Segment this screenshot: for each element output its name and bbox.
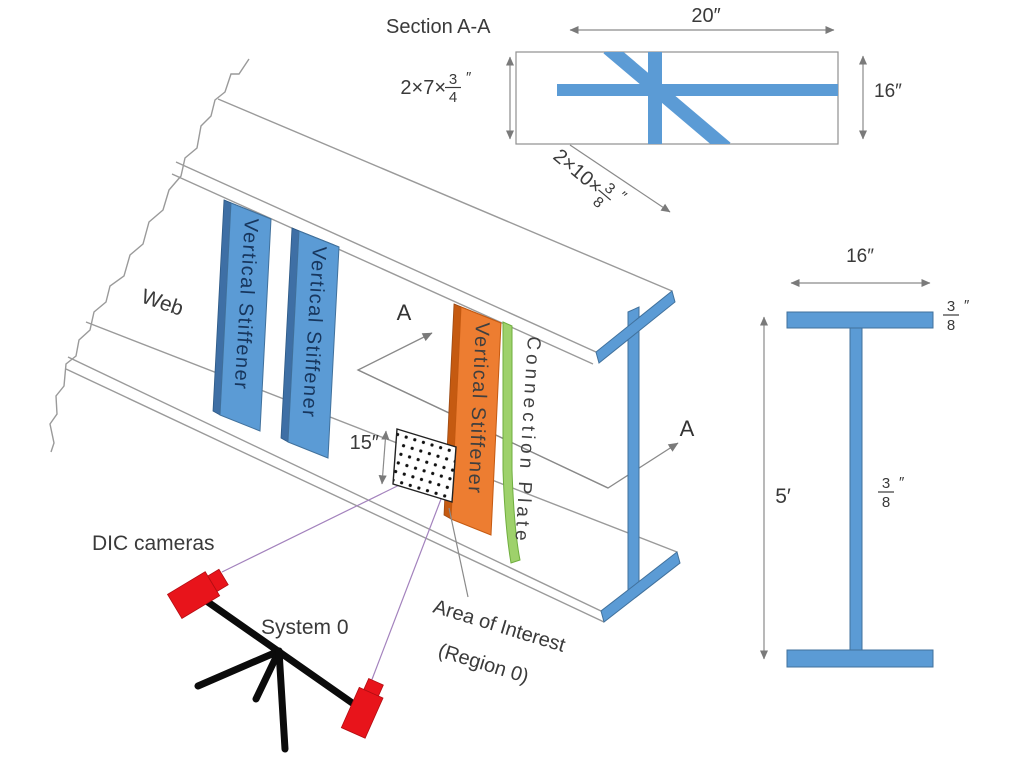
web-angle-label: 2×10× 3 8 ″ xyxy=(549,145,631,212)
web-thickness-label: 3 8 ″ xyxy=(878,474,905,511)
flange-thk-unit: ″ xyxy=(964,297,970,314)
flange-thk-num: 3 xyxy=(947,298,955,315)
section-title: Section A-A xyxy=(386,16,491,38)
camera-2-sightline xyxy=(370,485,447,683)
flange-angle-num: 3 xyxy=(449,71,457,88)
flange-angle-label: 2×7× 3 4 ″ xyxy=(400,69,472,106)
top-flange-bottom-edge xyxy=(171,173,594,365)
bottom-flange-bottom-edge xyxy=(65,368,605,623)
bottom-flange-end-face xyxy=(600,551,681,623)
elev-bottom-flange xyxy=(786,649,934,668)
section-marker-a2: A xyxy=(680,416,695,441)
flange-angle-prefix: 2×7× xyxy=(400,77,446,99)
section-width-dim: 20″ xyxy=(691,5,720,27)
top-flange-front-edge xyxy=(175,161,597,353)
web-angle-unit: ″ xyxy=(615,188,631,205)
aoi-label-line2: (Region 0) xyxy=(436,640,532,688)
connection-plate xyxy=(502,321,521,564)
section-aa-view: Section A-A 20″ 16″ 2×7× 3 4 ″ 2×10× 3 8 xyxy=(386,5,902,213)
break-line xyxy=(49,58,250,453)
elev-height-dim: 5′ xyxy=(775,485,791,508)
vertical-stiffener-3: Vertical Stiffener xyxy=(443,303,502,536)
diagonal-plate xyxy=(603,52,731,144)
elev-web xyxy=(849,327,863,653)
flange-angle-unit: ″ xyxy=(466,69,472,86)
web-angle-prefix: 2×10× xyxy=(549,145,607,198)
dic-system: 15″ DIC cameras System 0 Area of Interes… xyxy=(92,428,568,753)
web-thk-num: 3 xyxy=(882,475,890,492)
section-height-dim: 16″ xyxy=(874,81,902,102)
dic-camera-1 xyxy=(166,568,229,619)
top-flange-back-edge xyxy=(217,98,673,292)
web-end-face xyxy=(627,306,640,596)
web-thk-unit: ″ xyxy=(899,474,905,491)
system-label: System 0 xyxy=(261,616,349,639)
bottom-flange-top-edge xyxy=(67,356,602,612)
tripod xyxy=(194,647,289,753)
top-flange-end-face xyxy=(595,290,676,364)
horizontal-plate xyxy=(557,84,838,96)
area-of-interest xyxy=(392,428,457,503)
vertical-plate xyxy=(648,52,662,144)
camera-1-sightline xyxy=(221,468,433,573)
aoi-height-dim: 15″ xyxy=(350,432,379,454)
vertical-stiffener-1: Vertical Stiffener xyxy=(212,199,272,432)
web-angle-arrow xyxy=(569,144,671,213)
elevation-view: 16″ 5′ 3 8 ″ 3 8 ″ xyxy=(759,246,970,668)
dic-cameras-label: DIC cameras xyxy=(92,532,215,555)
web-thk-den: 8 xyxy=(882,494,890,511)
flange-angle-den: 4 xyxy=(449,89,457,106)
connection-plate-label: Connection Plate xyxy=(510,336,544,546)
section-plates xyxy=(557,52,838,144)
flange-width-dim: 16″ xyxy=(846,246,874,267)
vertical-stiffener-2: Vertical Stiffener xyxy=(280,227,340,459)
dic-camera-2 xyxy=(340,677,384,739)
elev-top-flange xyxy=(786,311,934,329)
flange-thickness-label: 3 8 ″ xyxy=(943,297,970,334)
section-cut-line xyxy=(356,332,679,489)
aoi-leader-line xyxy=(448,507,469,598)
section-marker-a1: A xyxy=(397,300,412,325)
flange-thk-den: 8 xyxy=(947,317,955,334)
aoi-height-arrow xyxy=(378,430,390,485)
web-label: Web xyxy=(138,285,186,321)
